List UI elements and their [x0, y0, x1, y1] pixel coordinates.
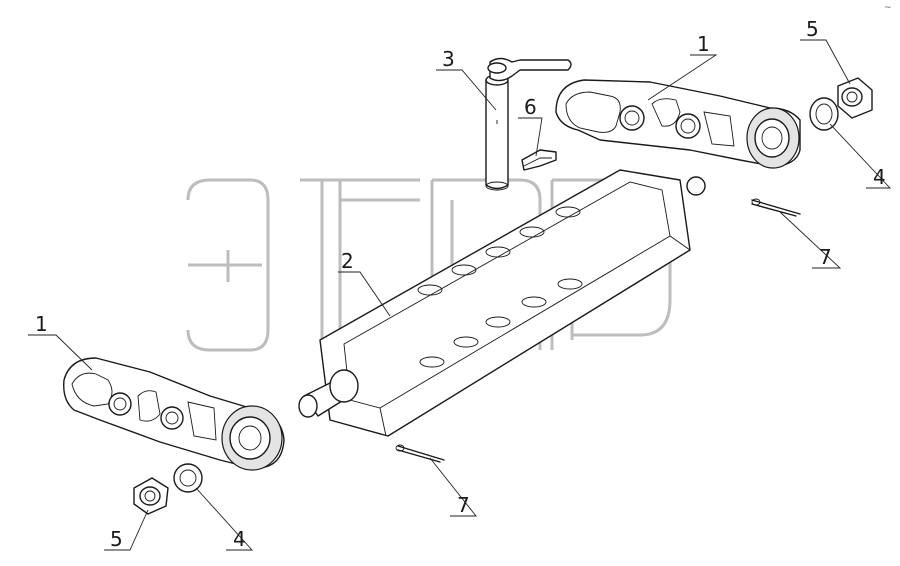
- callout-1-lower: 1: [35, 312, 48, 336]
- castle-nut-part-5-upper: [837, 77, 873, 119]
- callout-6: 6: [524, 95, 537, 119]
- callout-leaders: [28, 39, 892, 551]
- washer-part-4-lower: [173, 463, 203, 493]
- callout-7-lower: 7: [457, 493, 470, 517]
- callout-4-upper: 4: [873, 165, 886, 189]
- callout-7-upper: 7: [819, 245, 832, 269]
- beam-part-2: [298, 169, 706, 437]
- pin-part-3: [485, 57, 572, 191]
- callout-2: 2: [341, 249, 354, 273]
- clip-part-6: [521, 149, 557, 171]
- corner-mark: ~: [884, 3, 892, 13]
- cotter-pin-part-7-lower: [395, 444, 445, 463]
- arm-part-1-lower: [63, 357, 285, 471]
- castle-nut-part-5-lower: [133, 477, 169, 515]
- callout-3: 3: [442, 47, 455, 71]
- callout-1-upper: 1: [697, 32, 710, 56]
- callout-4-lower: 4: [233, 527, 246, 551]
- callout-labels: 1 1 2 3 4 4 5 5 6 7 7: [35, 17, 886, 551]
- callout-5-upper: 5: [806, 17, 819, 41]
- washer-part-4-upper: [809, 97, 839, 131]
- arm-part-1-upper: [555, 79, 801, 169]
- callout-5-lower: 5: [110, 527, 123, 551]
- cotter-pin-part-7-upper: [751, 198, 801, 217]
